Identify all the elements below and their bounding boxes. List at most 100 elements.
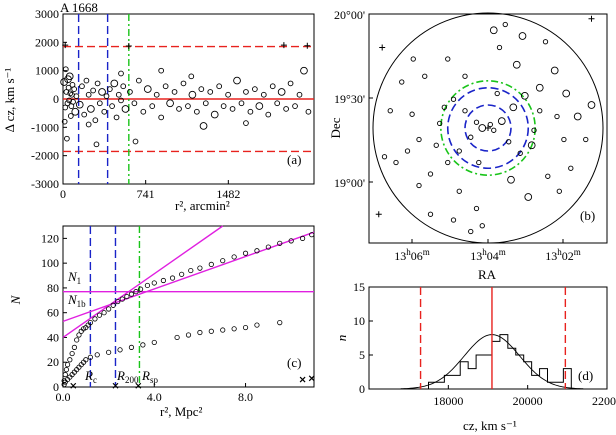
galaxy-point: [456, 188, 462, 194]
cross-marker: [485, 125, 491, 131]
cumulative-point: [115, 298, 121, 305]
panel-c-annotation-r200: R200: [116, 368, 139, 385]
histogram-bar: [460, 362, 468, 389]
aperture-circle: [464, 104, 512, 152]
data-point: [188, 73, 195, 80]
cumulative-point: [151, 339, 157, 346]
cumulative-point: [299, 235, 306, 241]
x-tick-label: 8.0: [238, 390, 253, 404]
cumulative-point: [92, 316, 98, 322]
y-tick-label: 0: [53, 92, 59, 106]
data-point: [101, 108, 108, 115]
galaxy-point: [410, 56, 416, 62]
data-point: [64, 100, 71, 107]
cumulative-point: [242, 250, 249, 256]
cumulative-point: [277, 240, 283, 246]
cumulative-point: [117, 347, 123, 353]
panel-c-annotation-n1b: N1b: [67, 292, 86, 309]
histogram-bar: [508, 348, 516, 389]
data-point: [103, 93, 110, 100]
y-tick-label: 40: [47, 330, 59, 344]
data-point: [64, 75, 72, 84]
y-tick-label: 3000: [35, 7, 59, 21]
galaxy-point: [583, 136, 589, 143]
data-point: [67, 90, 74, 97]
panel-d-reference-lines: [419, 287, 567, 389]
data-point: [127, 89, 133, 95]
cumulative-point: [124, 293, 130, 300]
cumulative-point: [63, 367, 70, 373]
data-point: [79, 83, 85, 90]
panel-c-label: (c): [287, 355, 301, 370]
cumulative-point: [133, 289, 139, 295]
cumulative-point: [254, 322, 260, 328]
y-tick-label: 19°00': [334, 176, 365, 190]
galaxy-point: [496, 44, 503, 51]
data-point: [185, 103, 191, 109]
cumulative-point: [188, 267, 194, 274]
y-tick-label: -3000: [31, 177, 59, 191]
cumulative-point: [61, 378, 67, 384]
cumulative-point: [151, 280, 157, 286]
galaxy-point: [468, 134, 474, 140]
cumulative-point: [197, 329, 203, 336]
cumulative-point: [144, 282, 151, 289]
cross-marker: [62, 42, 69, 49]
y-tick-label: 15: [353, 280, 365, 294]
y-tick-label: 2000: [35, 35, 59, 49]
y-tick-label: -2000: [31, 149, 59, 163]
galaxy-point: [445, 56, 451, 62]
cumulative-point: [62, 372, 68, 378]
data-point: [162, 83, 169, 90]
galaxy-point: [512, 60, 521, 69]
panel-d-xlabel: cz, km s⁻¹: [463, 418, 517, 433]
galaxy-point: [476, 159, 482, 166]
cumulative-point: [106, 349, 112, 355]
galaxy-point: [456, 148, 462, 154]
y-tick-label: 20: [47, 355, 59, 369]
y-tick-label: 20°00': [334, 8, 365, 22]
data-point: [113, 114, 120, 121]
y-tick-label: 120: [41, 231, 59, 245]
data-point: [118, 97, 124, 104]
data-point: [166, 99, 174, 108]
data-point: [202, 100, 209, 107]
cumulative-point: [128, 291, 135, 297]
x-tick-label: 22000: [592, 394, 616, 408]
data-point: [188, 90, 197, 99]
data-point: [194, 108, 200, 115]
cumulative-point: [288, 238, 294, 244]
galaxy-point: [517, 150, 523, 156]
cumulative-point: [137, 286, 144, 292]
panel-c-ylabel: N: [8, 294, 23, 305]
cross-marker: [588, 15, 595, 22]
histogram-bar: [492, 341, 500, 389]
galaxy-point: [497, 117, 506, 125]
data-point: [143, 85, 152, 93]
data-point: [61, 118, 68, 125]
cumulative-point: [96, 312, 103, 318]
x-tick-label: 4.0: [147, 390, 162, 404]
x-tick-label: 0.0: [56, 390, 71, 404]
data-point: [171, 89, 178, 95]
x-tick-label: 13h02m: [545, 247, 581, 263]
galaxy-point: [531, 127, 537, 133]
histogram-bar: [563, 369, 571, 389]
cumulative-point: [169, 275, 176, 281]
data-point: [90, 87, 96, 94]
data-point: [109, 103, 115, 109]
galaxy-point: [462, 73, 468, 79]
data-point: [73, 93, 80, 100]
galaxy-point: [535, 83, 544, 92]
cumulative-point: [128, 344, 135, 350]
y-tick-label: 0: [359, 382, 365, 396]
histogram-bar: [532, 375, 540, 389]
cross-marker: [125, 43, 132, 50]
data-point: [62, 66, 69, 73]
data-point: [64, 135, 70, 142]
aperture-circle: [446, 86, 530, 170]
